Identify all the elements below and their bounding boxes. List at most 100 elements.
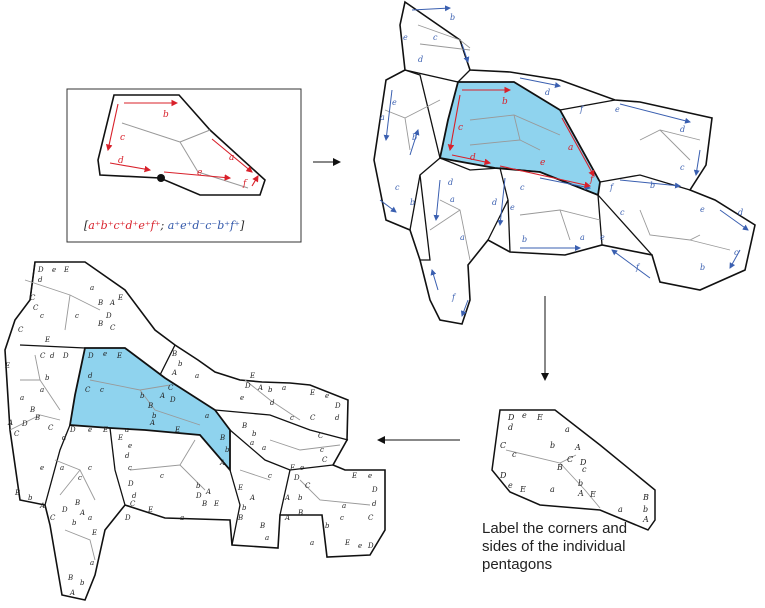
- labelled-highlighted-pentagon: [68, 347, 231, 473]
- svg-text:D: D: [293, 474, 300, 482]
- svg-text:B: B: [34, 414, 40, 422]
- orientation-formula: [a⁺b⁺c⁺d⁺e⁺f⁺; a⁺e⁺d⁻c⁻b⁺f⁺]: [84, 219, 304, 232]
- svg-text:E: E: [117, 434, 123, 442]
- svg-text:E: E: [519, 485, 526, 494]
- svg-text:A: A: [249, 494, 255, 502]
- svg-text:c: c: [320, 446, 324, 454]
- svg-text:a: a: [88, 514, 92, 522]
- svg-text:D: D: [507, 413, 515, 422]
- svg-text:e: e: [52, 266, 56, 274]
- svg-text:E: E: [63, 266, 69, 274]
- svg-text:B: B: [241, 422, 247, 430]
- svg-text:c: c: [512, 450, 517, 459]
- edge-label-c: c: [120, 133, 125, 143]
- svg-text:b: b: [550, 441, 555, 450]
- svg-text:A: A: [257, 384, 263, 392]
- svg-text:D: D: [367, 542, 374, 550]
- svg-text:B: B: [237, 514, 243, 522]
- svg-text:D: D: [124, 514, 131, 522]
- svg-text:b: b: [325, 522, 330, 530]
- caption-line-1: Label the corners and: [482, 520, 628, 537]
- svg-text:A: A: [69, 589, 75, 597]
- svg-text:D: D: [244, 382, 251, 390]
- svg-text:E: E: [351, 472, 357, 480]
- svg-text:E: E: [536, 413, 543, 422]
- svg-text:E: E: [117, 294, 123, 302]
- svg-text:B: B: [259, 522, 265, 530]
- svg-text:e: e: [403, 33, 408, 42]
- svg-text:A: A: [284, 514, 290, 522]
- svg-text:b: b: [152, 412, 157, 420]
- svg-text:D: D: [195, 492, 202, 500]
- svg-text:b: b: [28, 494, 33, 502]
- svg-text:a: a: [342, 502, 346, 510]
- svg-text:e: e: [325, 392, 329, 400]
- svg-text:D: D: [371, 486, 378, 494]
- svg-text:B: B: [97, 299, 103, 307]
- svg-text:B: B: [201, 500, 207, 508]
- svg-text:A: A: [205, 488, 211, 496]
- svg-text:d: d: [270, 399, 275, 407]
- caption-line-2: sides of the individual: [482, 538, 626, 555]
- hl-label-e: e: [540, 158, 545, 168]
- svg-text:e: e: [40, 464, 44, 472]
- svg-text:C: C: [33, 304, 39, 312]
- svg-text:D: D: [579, 458, 587, 467]
- caption-line-3: pentagons: [482, 556, 553, 573]
- svg-text:c: c: [582, 465, 587, 474]
- tiling-arrows-panel: b c d e a f b c e d e a b c b d a a f d …: [373, 0, 756, 325]
- svg-text:C: C: [85, 386, 91, 394]
- svg-text:d: d: [418, 55, 423, 64]
- svg-text:C: C: [368, 514, 374, 522]
- svg-text:E: E: [213, 500, 219, 508]
- svg-text:e: e: [600, 233, 605, 242]
- svg-text:D: D: [37, 266, 44, 274]
- edge-label-f: f: [242, 179, 248, 189]
- hl-label-a: a: [568, 143, 573, 153]
- svg-text:b: b: [196, 482, 201, 490]
- svg-text:b: b: [522, 235, 527, 244]
- svg-text:c: c: [734, 248, 739, 257]
- svg-text:d: d: [62, 434, 67, 442]
- svg-text:A: A: [149, 419, 155, 427]
- svg-text:d: d: [448, 178, 453, 187]
- formula-open: [: [84, 219, 89, 232]
- svg-text:b: b: [80, 579, 85, 587]
- svg-text:e: e: [510, 203, 515, 212]
- svg-text:E: E: [91, 529, 97, 537]
- svg-text:c: c: [290, 414, 294, 422]
- svg-text:D: D: [127, 480, 134, 488]
- svg-text:A: A: [109, 299, 115, 307]
- hl-label-d: d: [470, 153, 476, 163]
- svg-text:E: E: [589, 490, 596, 499]
- svg-text:C: C: [30, 294, 36, 302]
- svg-text:E: E: [147, 506, 153, 514]
- red-edge-arrows: [105, 99, 259, 187]
- svg-text:c: c: [680, 163, 685, 172]
- svg-text:f: f: [451, 293, 457, 302]
- svg-text:d: d: [125, 452, 130, 460]
- svg-text:e: e: [358, 542, 362, 550]
- svg-text:C: C: [310, 414, 316, 422]
- svg-text:C: C: [305, 482, 311, 490]
- svg-text:b: b: [45, 374, 50, 382]
- svg-text:E: E: [289, 464, 295, 472]
- svg-text:b: b: [72, 519, 77, 527]
- svg-text:a: a: [205, 412, 209, 420]
- svg-text:d: d: [508, 423, 513, 432]
- svg-text:c: c: [160, 472, 164, 480]
- svg-text:d: d: [545, 88, 550, 97]
- svg-text:D: D: [21, 420, 28, 428]
- formula-red-part: a⁺b⁺c⁺d⁺e⁺f⁺: [88, 219, 161, 232]
- svg-text:e: e: [240, 394, 244, 402]
- svg-text:D: D: [87, 352, 94, 360]
- svg-text:D: D: [62, 352, 69, 360]
- svg-text:C: C: [567, 455, 573, 464]
- svg-text:C: C: [48, 424, 54, 432]
- svg-text:E: E: [4, 362, 10, 370]
- svg-text:f: f: [579, 105, 585, 114]
- svg-text:E: E: [237, 484, 243, 492]
- svg-text:E: E: [344, 539, 350, 547]
- svg-text:e: e: [700, 205, 705, 214]
